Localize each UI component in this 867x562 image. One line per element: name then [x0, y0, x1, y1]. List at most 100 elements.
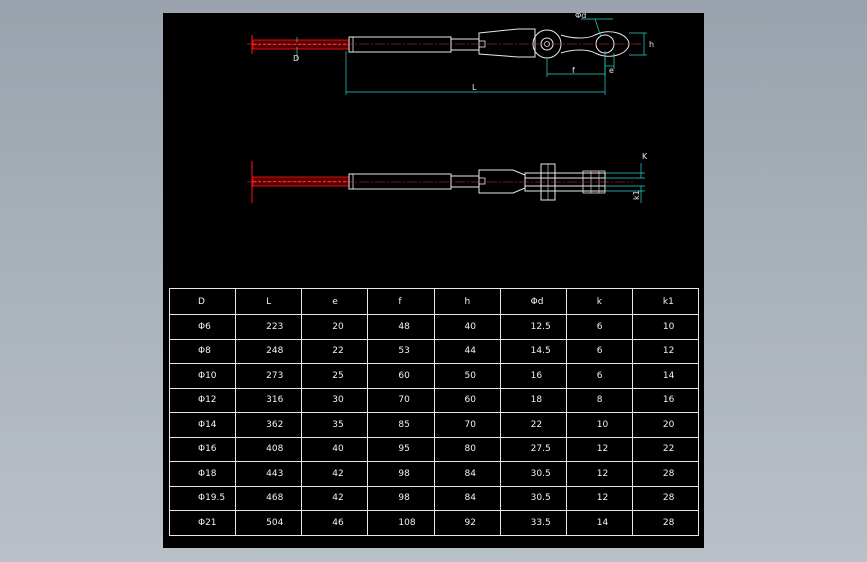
table-cell: 316	[235, 387, 303, 413]
table-cell: 443	[235, 461, 303, 487]
table-cell: 60	[433, 387, 501, 413]
label-e: e	[609, 66, 614, 75]
table-cell: 92	[433, 510, 501, 536]
table-header-cell: D	[168, 288, 237, 315]
table-cell: 28	[631, 510, 700, 536]
table-cell: 362	[235, 412, 303, 438]
table-header-cell: Φd	[499, 288, 567, 315]
table-cell: 95	[367, 436, 435, 462]
table-cell: Φ6	[168, 314, 237, 340]
table-header-cell: L	[235, 288, 303, 315]
table-cell: 50	[433, 363, 501, 389]
table-cell: 40	[301, 436, 369, 462]
table-cell: 42	[301, 485, 369, 511]
top-neck	[450, 38, 480, 51]
top-sleeve	[348, 36, 452, 53]
table-cell: 12	[631, 338, 700, 364]
table-cell: Φ10	[168, 363, 237, 389]
label-k: K	[642, 152, 648, 161]
table-header-cell: h	[433, 288, 501, 315]
side-body	[478, 169, 526, 194]
table-cell: 504	[235, 510, 303, 536]
table-cell: 53	[367, 338, 435, 364]
label-L: L	[472, 83, 477, 92]
table-cell: 25	[301, 363, 369, 389]
table-cell: 80	[433, 436, 501, 462]
side-neck	[450, 175, 480, 188]
table-cell: 30.5	[499, 461, 567, 487]
table-cell: 22	[301, 338, 369, 364]
table-cell: 27.5	[499, 436, 567, 462]
table-cell: 12	[565, 436, 633, 462]
table-cell: 14	[631, 363, 700, 389]
table-cell: 16	[499, 363, 567, 389]
table-cell: 108	[367, 510, 435, 536]
label-h: h	[649, 40, 654, 49]
table-cell: Φ18	[168, 461, 237, 487]
table-cell: 84	[433, 461, 501, 487]
table-cell: 12	[565, 485, 633, 511]
label-f: f	[572, 66, 575, 75]
table-cell: 20	[631, 412, 700, 438]
table-cell: 12	[565, 461, 633, 487]
table-cell: 8	[565, 387, 633, 413]
table-cell: 98	[367, 461, 435, 487]
side-view: K k1	[247, 152, 648, 203]
table-cell: 20	[301, 314, 369, 340]
drawing-sheet: Φd h D f e L	[163, 13, 704, 548]
label-D: D	[293, 54, 299, 63]
table-cell: 273	[235, 363, 303, 389]
top-body	[478, 28, 536, 58]
table-cell: 30.5	[499, 485, 567, 511]
table-cell: 248	[235, 338, 303, 364]
table-cell: 33.5	[499, 510, 567, 536]
table-cell: 223	[235, 314, 303, 340]
table-cell: 408	[235, 436, 303, 462]
table-cell: Φ21	[168, 510, 237, 536]
table-header-cell: f	[367, 288, 435, 315]
side-fork-top	[524, 172, 606, 179]
table-cell: 28	[631, 461, 700, 487]
cad-drawing: Φd h D f e L	[247, 13, 654, 203]
side-sleeve	[348, 173, 452, 190]
table-cell: 35	[301, 412, 369, 438]
table-cell: Φ19.5	[168, 485, 237, 511]
table-cell: 48	[367, 314, 435, 340]
table-cell: 12.5	[499, 314, 567, 340]
table-cell: 70	[367, 387, 435, 413]
table-cell: 30	[301, 387, 369, 413]
table-header-cell: e	[301, 288, 369, 315]
table-header-cell: k1	[631, 288, 700, 315]
table-cell: 6	[565, 314, 633, 340]
table-cell: 6	[565, 338, 633, 364]
table-cell: 46	[301, 510, 369, 536]
table-cell: 84	[433, 485, 501, 511]
side-dimensions	[605, 163, 645, 203]
table-header-cell: k	[565, 288, 633, 315]
table-cell: 70	[433, 412, 501, 438]
table-cell: 22	[499, 412, 567, 438]
table-cell: 42	[301, 461, 369, 487]
table-cell: 6	[565, 363, 633, 389]
table-cell: 85	[367, 412, 435, 438]
table-cell: Φ14	[168, 412, 237, 438]
table-cell: 16	[631, 387, 700, 413]
table-cell: 10	[631, 314, 700, 340]
table-cell: 14.5	[499, 338, 567, 364]
table-cell: 44	[433, 338, 501, 364]
table-cell: 60	[367, 363, 435, 389]
label-phi-d: Φd	[575, 13, 586, 20]
table-cell: 10	[565, 412, 633, 438]
top-view: Φd h D f e L	[247, 13, 654, 95]
table-cell: 28	[631, 485, 700, 511]
table-cell: 14	[565, 510, 633, 536]
